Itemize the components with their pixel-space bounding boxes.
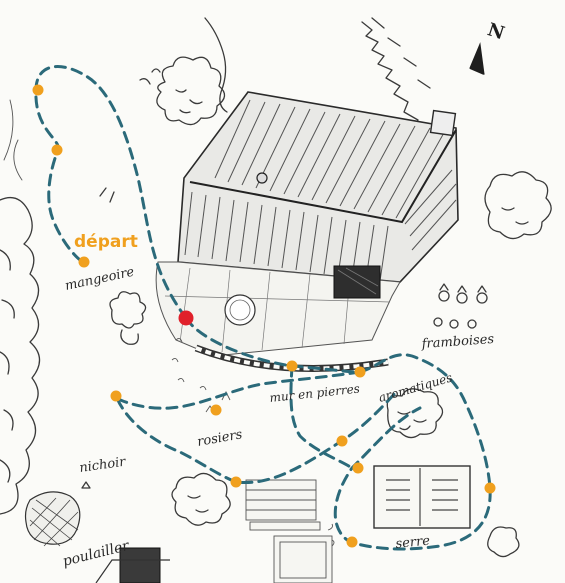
- waypoint[interactable]: [286, 360, 298, 372]
- label-depart: départ: [74, 232, 138, 252]
- label-rosiers: rosiers: [196, 427, 244, 450]
- label-aromatiques: aromatiques: [377, 370, 454, 404]
- waypoint[interactable]: [484, 482, 496, 494]
- label-nichoir: nichoir: [78, 455, 127, 476]
- shrub-bottom-right: [487, 526, 520, 558]
- nichoir-icon: [81, 481, 91, 489]
- walking-trail: [34, 65, 492, 551]
- waypoint[interactable]: [110, 390, 122, 402]
- trail-loop-north: [34, 65, 188, 320]
- rosiers-plants: [171, 337, 231, 413]
- start-point[interactable]: [178, 310, 194, 326]
- poulailler-area: [24, 491, 170, 583]
- waypoint[interactable]: [346, 536, 358, 548]
- framboises-icons: [433, 283, 488, 329]
- trail-east-loop: [289, 353, 492, 551]
- terrace: [155, 261, 401, 357]
- waypoint[interactable]: [210, 404, 222, 416]
- top-vines: [204, 17, 431, 139]
- serre-building: [373, 465, 471, 529]
- mangeoire-plant: [99, 187, 147, 345]
- bush-top: [139, 56, 226, 126]
- north-arrow-icon: [469, 42, 485, 75]
- label-mur-en-pierres: mur en pierres: [269, 382, 361, 405]
- garden-beds: [245, 479, 335, 583]
- waypoints: [32, 84, 496, 548]
- trail-south-west: [114, 370, 398, 485]
- waypoint[interactable]: [230, 476, 242, 488]
- house: [177, 91, 459, 283]
- waypoint[interactable]: [336, 435, 348, 447]
- label-framboises: framboises: [420, 332, 495, 352]
- waypoint[interactable]: [354, 366, 366, 378]
- label-mangeoire: mangeoire: [64, 265, 136, 294]
- bush-right: [484, 171, 552, 240]
- bush-bottom: [171, 472, 231, 526]
- aromatiques-bush: [386, 388, 444, 439]
- stone-wall: [194, 344, 389, 372]
- waypoint[interactable]: [32, 84, 44, 96]
- waypoint[interactable]: [78, 256, 90, 268]
- waypoint[interactable]: [352, 462, 364, 474]
- compass-letter: N: [485, 19, 507, 44]
- waypoint[interactable]: [51, 144, 63, 156]
- left-hedge-trees: [0, 99, 41, 515]
- label-serre: serre: [395, 533, 431, 552]
